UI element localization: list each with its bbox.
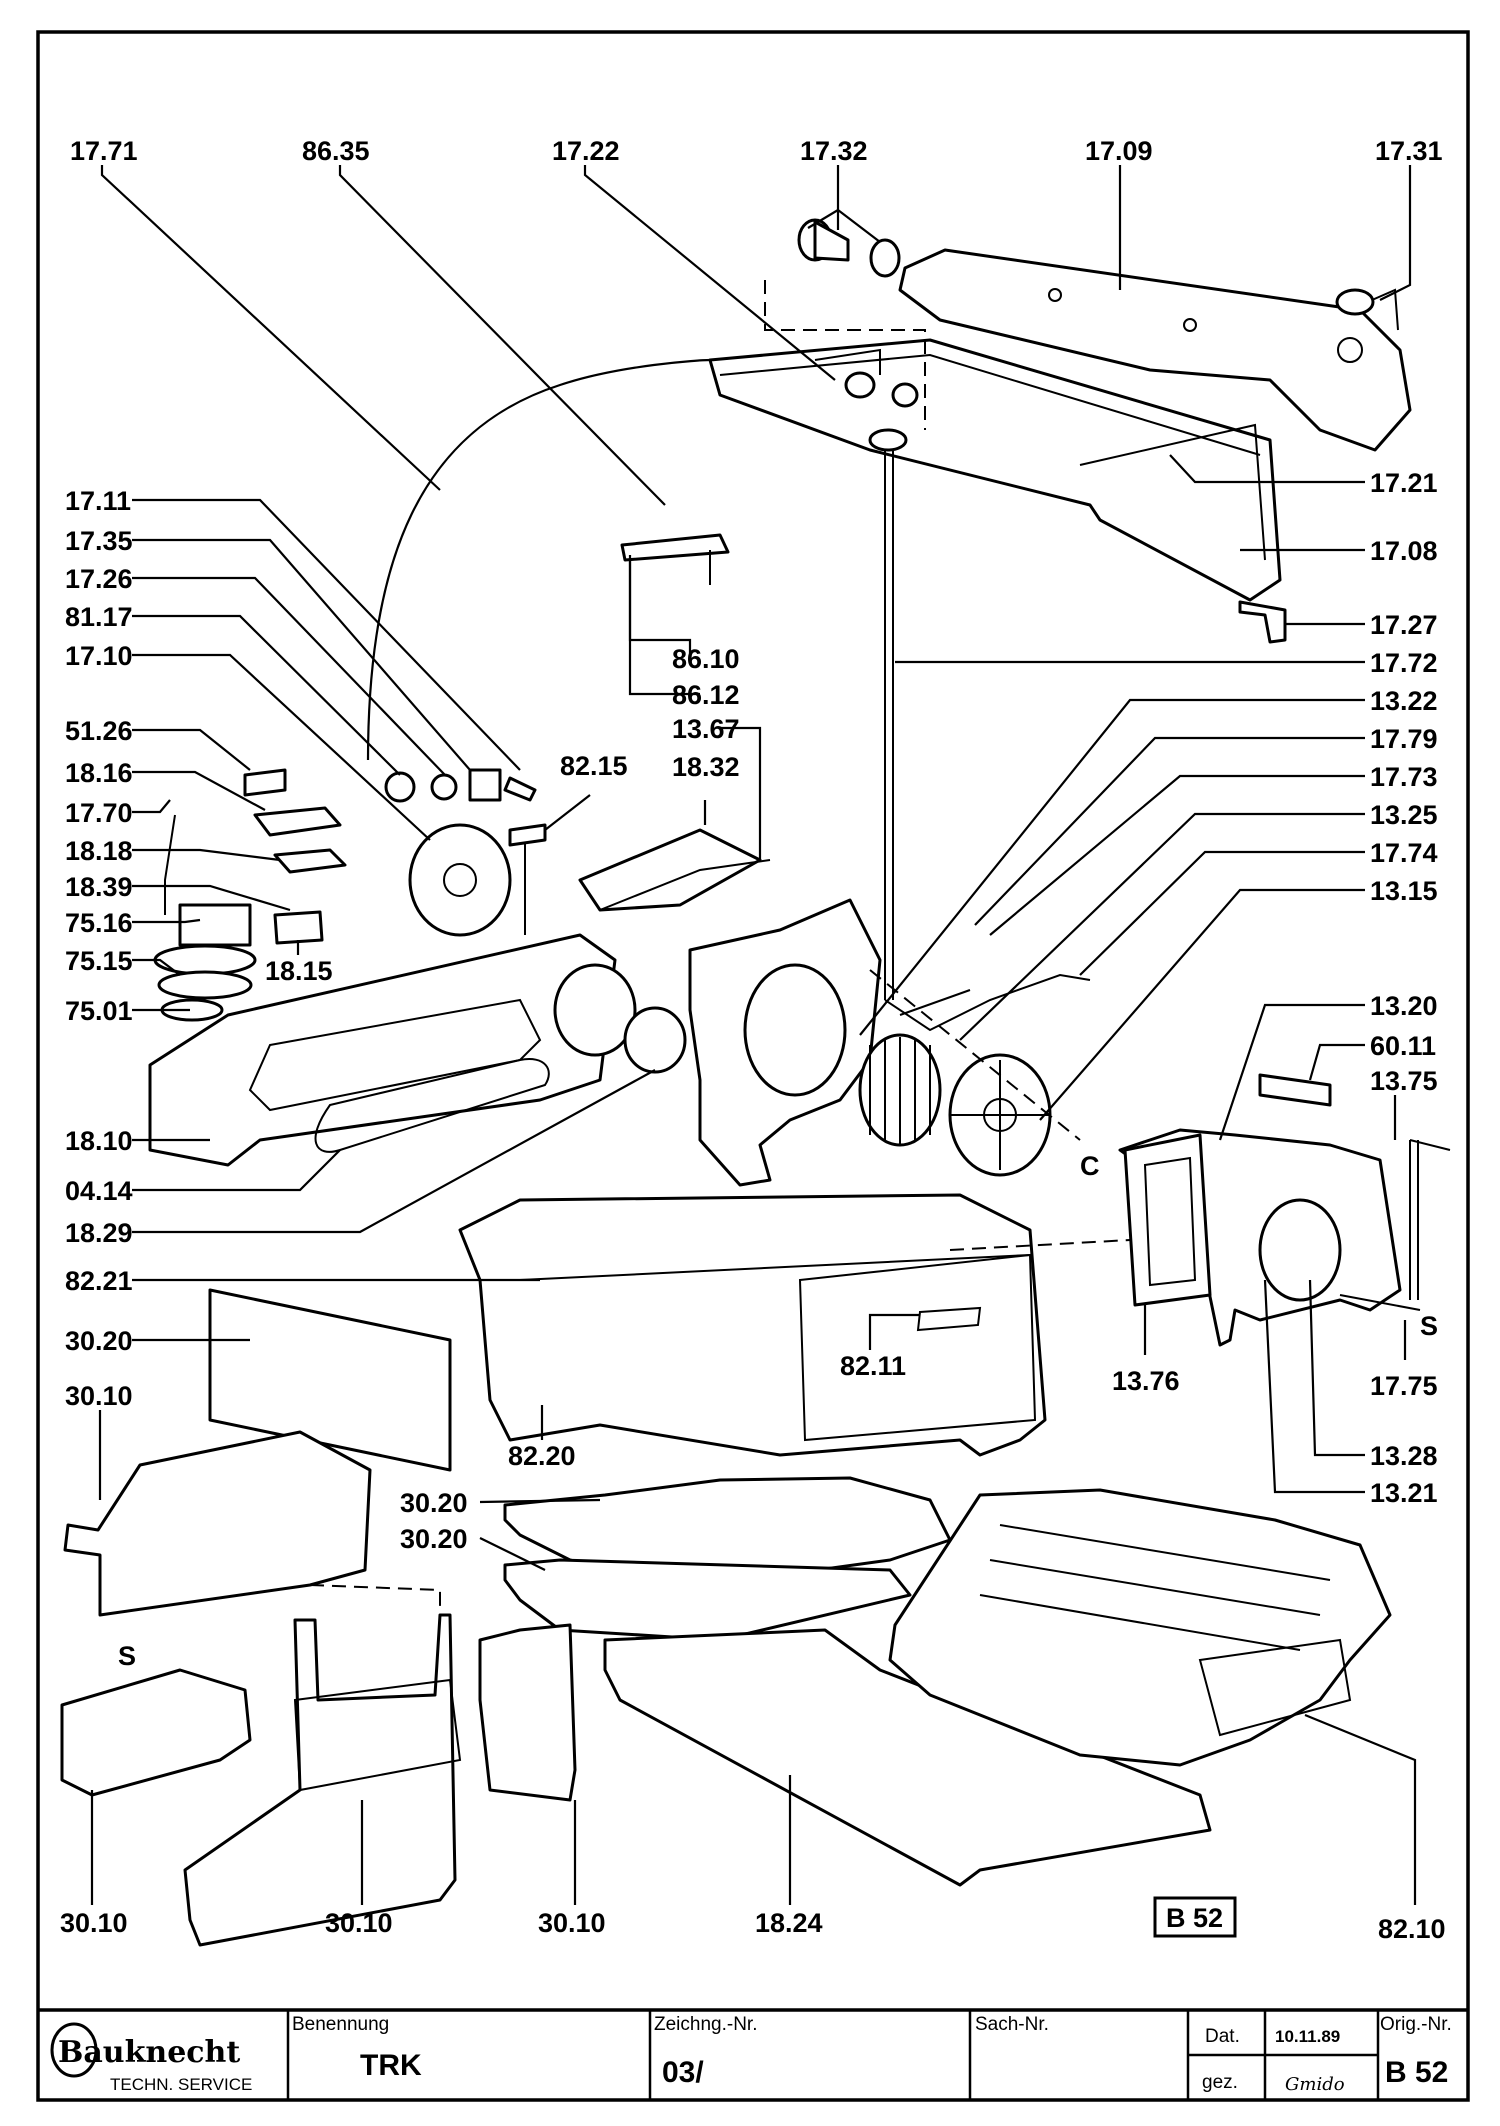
label-86-10: 86.10 <box>672 644 740 674</box>
dat-value: 10.11.89 <box>1275 2027 1340 2046</box>
label-82-20: 82.20 <box>508 1441 576 1471</box>
label-30-10-a: 30.10 <box>65 1381 133 1411</box>
label-82-10: 82.10 <box>1378 1914 1446 1944</box>
label-60-11: 60.11 <box>1370 1031 1436 1061</box>
brand-name: Bauknecht <box>58 2035 240 2070</box>
benennung-label: Benennung <box>292 2014 389 2035</box>
title-block: Bauknecht TECHN. SERVICE Benennung TRK Z… <box>38 2008 1468 2100</box>
label-13-21: 13.21 <box>1370 1478 1438 1508</box>
part-number-labels: 17.71 86.35 17.22 17.32 17.09 17.31 17.2… <box>60 136 1446 1944</box>
label-18-24: 18.24 <box>755 1908 823 1938</box>
label-17-09: 17.09 <box>1085 136 1153 166</box>
label-82-11: 82.11 <box>840 1351 906 1381</box>
label-18-10: 18.10 <box>65 1126 133 1156</box>
label-13-76: 13.76 <box>1112 1366 1180 1396</box>
label-30-20-c: 30.20 <box>400 1524 468 1554</box>
brand-subtitle: TECHN. SERVICE <box>110 2075 252 2094</box>
label-51-26: 51.26 <box>65 716 133 746</box>
label-13-20: 13.20 <box>1370 991 1438 1021</box>
label-30-20-a: 30.20 <box>65 1326 133 1356</box>
sheet-tag: B 52 <box>1166 1903 1223 1933</box>
label-17-35: 17.35 <box>65 526 133 556</box>
label-82-21: 82.21 <box>65 1266 133 1296</box>
part-illustrations <box>60 218 1451 1947</box>
label-17-71: 17.71 <box>70 136 138 166</box>
label-13-25: 13.25 <box>1370 800 1438 830</box>
label-30-20-b: 30.20 <box>400 1488 468 1518</box>
gez-label: gez. <box>1202 2072 1238 2093</box>
label-17-79: 17.79 <box>1370 724 1438 754</box>
gez-value: Gmido <box>1285 2074 1345 2095</box>
label-17-26: 17.26 <box>65 564 133 594</box>
orig-value: B 52 <box>1385 2056 1448 2089</box>
label-13-67: 13.67 <box>672 714 740 744</box>
label-18-15: 18.15 <box>265 956 333 986</box>
label-18-29: 18.29 <box>65 1218 133 1248</box>
label-13-28: 13.28 <box>1370 1441 1438 1471</box>
sheet-tag-box <box>1153 1896 1237 1938</box>
sheet-frame <box>36 30 1470 2102</box>
label-17-08: 17.08 <box>1370 536 1438 566</box>
label-18-16: 18.16 <box>65 758 133 788</box>
label-17-11: 17.11 <box>65 486 131 516</box>
label-17-31: 17.31 <box>1375 136 1443 166</box>
zeichng-label: Zeichng.-Nr. <box>654 2014 757 2035</box>
label-18-18: 18.18 <box>65 836 133 866</box>
brand-logo: Bauknecht TECHN. SERVICE <box>50 2022 252 2094</box>
dat-label: Dat. <box>1205 2026 1240 2047</box>
label-17-22: 17.22 <box>552 136 620 166</box>
label-86-35: 86.35 <box>302 136 370 166</box>
label-86-12: 86.12 <box>672 680 740 710</box>
mark-s-left: S <box>118 1641 136 1671</box>
zeichng-value: 03/ <box>662 2056 704 2089</box>
label-13-22: 13.22 <box>1370 686 1438 716</box>
orig-label: Orig.-Nr. <box>1380 2014 1452 2035</box>
label-17-73: 17.73 <box>1370 762 1438 792</box>
benennung-value: TRK <box>360 2049 422 2082</box>
label-17-21: 17.21 <box>1370 468 1438 498</box>
sach-label: Sach-Nr. <box>975 2014 1049 2035</box>
label-13-75: 13.75 <box>1370 1066 1438 1096</box>
label-30-10-d: 30.10 <box>538 1908 606 1938</box>
label-75-15: 75.15 <box>65 946 133 976</box>
label-75-16: 75.16 <box>65 908 133 938</box>
mark-s-right: S <box>1420 1311 1438 1341</box>
label-17-75: 17.75 <box>1370 1371 1438 1401</box>
label-30-10-c: 30.10 <box>325 1908 393 1938</box>
label-17-70: 17.70 <box>65 798 133 828</box>
label-17-74: 17.74 <box>1370 838 1438 868</box>
label-30-10-b: 30.10 <box>60 1908 128 1938</box>
label-82-15: 82.15 <box>560 751 628 781</box>
label-13-15: 13.15 <box>1370 876 1438 906</box>
label-17-32: 17.32 <box>800 136 868 166</box>
label-75-01: 75.01 <box>65 996 133 1026</box>
label-18-32: 18.32 <box>672 752 740 782</box>
mark-c: C <box>1080 1151 1100 1181</box>
label-17-27: 17.27 <box>1370 610 1438 640</box>
leader-lines <box>90 165 1417 1905</box>
label-81-17: 81.17 <box>65 602 133 632</box>
label-18-39: 18.39 <box>65 872 133 902</box>
label-04-14: 04.14 <box>65 1176 133 1206</box>
label-17-10: 17.10 <box>65 641 133 671</box>
label-17-72: 17.72 <box>1370 648 1438 678</box>
